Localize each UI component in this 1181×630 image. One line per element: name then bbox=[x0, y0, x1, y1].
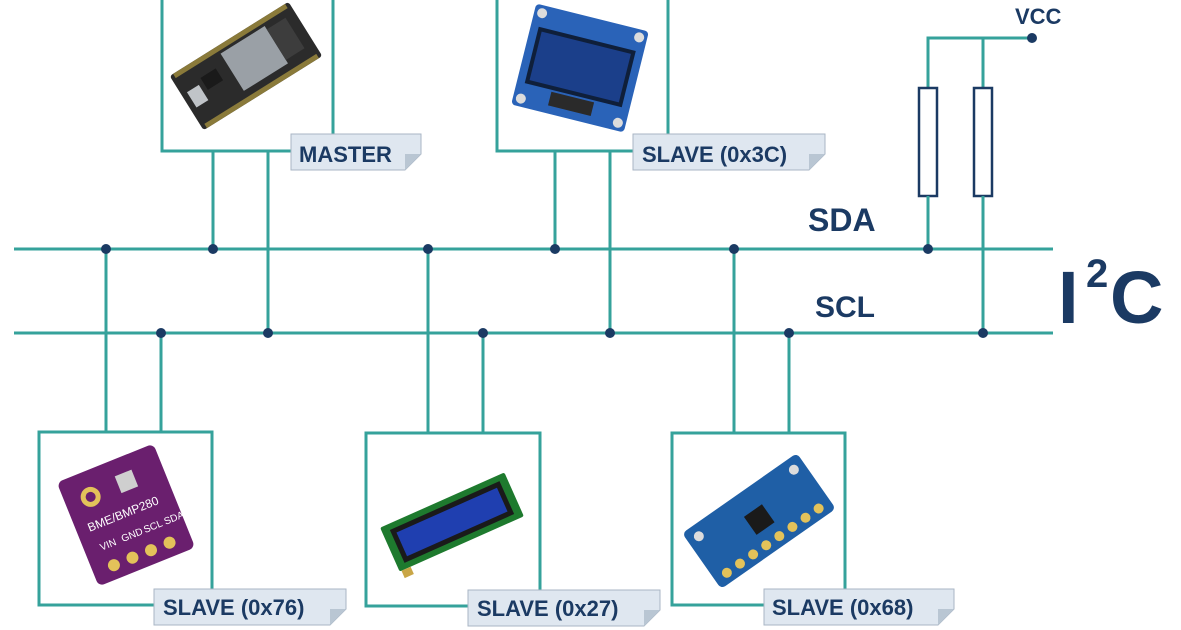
lcd-display-image bbox=[380, 473, 524, 579]
bme280-device: BME/BMP280 VIN GND SCL SDA SLAVE (0x76) bbox=[37, 244, 347, 626]
oled-label-tag: SLAVE (0x3C) bbox=[632, 133, 826, 171]
pull-up-resistors bbox=[917, 33, 1037, 338]
bme280-sda-node bbox=[101, 244, 111, 254]
lcd-label-tag: SLAVE (0x27) bbox=[467, 589, 661, 627]
pull-up-resistor-scl bbox=[972, 86, 994, 198]
master-scl-node bbox=[263, 328, 273, 338]
scl-label: SCL bbox=[815, 291, 875, 324]
master-device: MASTER bbox=[160, 0, 422, 338]
master-sda-node bbox=[208, 244, 218, 254]
mpu6050-label-tag: SLAVE (0x68) bbox=[763, 588, 955, 626]
bme280-scl-node bbox=[156, 328, 166, 338]
mpu6050-board-image bbox=[684, 454, 834, 588]
oled-display-image bbox=[511, 4, 649, 132]
oled-sda-node bbox=[550, 244, 560, 254]
title-letter-c: C bbox=[1110, 256, 1163, 339]
master-label: MASTER bbox=[299, 142, 392, 167]
lcd-sda-node bbox=[423, 244, 433, 254]
bme280-label: SLAVE (0x76) bbox=[163, 595, 304, 620]
mpu6050-device: SLAVE (0x68) bbox=[670, 244, 955, 626]
master-label-tag: MASTER bbox=[290, 133, 422, 171]
bme280-sensor-image: BME/BMP280 VIN GND SCL SDA bbox=[58, 445, 194, 585]
title-superscript: 2 bbox=[1086, 252, 1108, 296]
vcc-wire-left bbox=[926, 36, 1032, 88]
esp32-board-image bbox=[170, 2, 322, 130]
vcc-node bbox=[1027, 33, 1037, 43]
mpu6050-sda-node bbox=[729, 244, 739, 254]
pull-up-resistor-sda bbox=[917, 86, 939, 198]
oled-scl-node bbox=[605, 328, 615, 338]
scl-pullup-node bbox=[978, 328, 988, 338]
oled-label: SLAVE (0x3C) bbox=[642, 142, 787, 167]
lcd-label: SLAVE (0x27) bbox=[477, 596, 618, 621]
lcd-device: SLAVE (0x27) bbox=[364, 244, 661, 627]
title-letter-i: I bbox=[1058, 256, 1079, 339]
mpu6050-scl-node bbox=[784, 328, 794, 338]
bme280-label-tag: SLAVE (0x76) bbox=[153, 588, 347, 626]
vcc-label: VCC bbox=[1015, 4, 1062, 29]
mpu6050-label: SLAVE (0x68) bbox=[772, 595, 913, 620]
sda-pullup-node bbox=[923, 244, 933, 254]
sda-label: SDA bbox=[808, 202, 876, 238]
lcd-scl-node bbox=[478, 328, 488, 338]
i2c-title: I 2 C bbox=[1058, 252, 1163, 339]
oled-device: SLAVE (0x3C) bbox=[495, 0, 826, 338]
